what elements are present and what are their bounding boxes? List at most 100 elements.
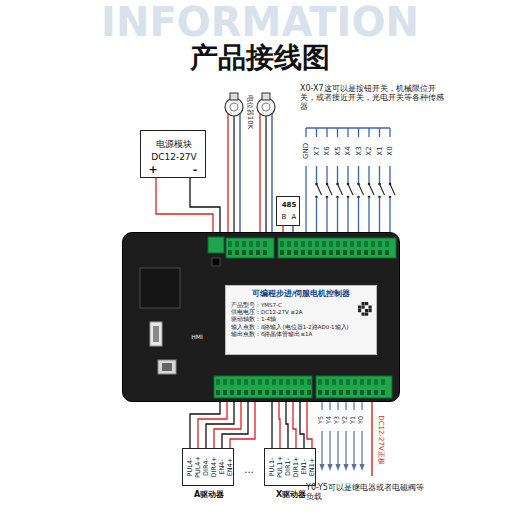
text-label: HMI [191,334,202,341]
text-label: PUL1- [269,458,276,477]
wire-stroke [305,128,306,137]
terminal-screw [251,379,255,385]
qr-cell [365,302,368,305]
switch-symbol [348,184,353,195]
text-label: - [193,164,198,177]
wire-stroke [361,431,362,465]
switch-symbol [315,183,318,186]
terminal-screw [360,379,364,385]
text-label: 产品型号：YMS7-C [231,302,371,308]
terminal-screw [315,241,319,247]
signal-name: X5 [333,146,341,155]
wire-stroke [326,166,327,184]
terminal-block [316,376,392,398]
terminal-screw [374,379,378,385]
terminal-screw [230,379,234,385]
terminal-block [208,237,224,253]
terminal-slot [329,250,333,255]
qr-cell [362,306,365,309]
terminal-slot [293,390,297,395]
switch-symbol [378,183,381,186]
terminal-screw [242,241,246,247]
wire-stroke [347,197,348,232]
terminal-screw [367,379,371,385]
wire [271,402,272,448]
arrowhead [320,464,325,471]
terminal-slot [280,250,284,255]
terminal-slot [294,250,298,255]
terminal-screw [235,241,239,247]
wire-bundle [190,402,255,448]
button [212,258,220,266]
switch-symbol [390,184,395,195]
wire-stroke [358,197,359,232]
wire [279,402,280,448]
switch-symbol [317,184,322,195]
terminal-screw [244,379,248,385]
terminal-screw [300,379,304,385]
wire-stroke [379,197,380,232]
terminal-screw [357,241,361,247]
qr-cell [369,309,372,312]
switch-symbol [389,183,392,186]
text-label: DIR4+ [211,456,218,477]
terminal-slot [223,390,227,395]
wire-stroke [316,166,317,184]
wire-stroke [337,166,338,184]
note: X0-X7这可以是按钮开关，机械限位开关，或者接近开关，光电开关等各种传感器 [300,84,450,112]
terminal-slot [300,390,304,395]
switch-symbol [326,183,329,186]
text-label: PUL1+ [277,456,284,478]
wire-bundle [272,402,312,448]
terminal-screw [322,241,326,247]
arrowhead [352,464,357,471]
supply-label: DC12-27V正极 [377,415,385,464]
wire [222,402,248,448]
signal-name: Y3 [334,416,341,424]
wire-stroke [368,166,369,184]
terminal-block [226,238,274,258]
signal-name: X1 [375,146,383,155]
text-label: X驱动器 [276,490,306,499]
text-label: EN4- [219,459,226,474]
wire [293,402,296,448]
text-label: EN1- [301,459,308,474]
wire-stroke [361,402,362,410]
text-label: DIR1+ [293,456,300,477]
qr-cell [365,313,368,316]
qr-cell [362,302,365,305]
wire-stroke [329,431,330,465]
output-wires [320,402,365,471]
signal-name: X0 [386,146,394,155]
wire-stroke [389,128,390,137]
terminal-slot [332,390,336,395]
terminal-slot [230,390,234,395]
watermark: INFORMATION [101,0,419,45]
terminal-screw [378,241,382,247]
terminal-slot [272,390,276,395]
title: 产品接线图 [190,42,330,74]
terminal-slot [385,250,389,255]
text-label: DIR1- [285,458,292,476]
terminal-screw [258,379,262,385]
text-label: PUL4+ [195,456,202,478]
terminal-screw [332,379,336,385]
wire-stroke [326,197,327,232]
wire-stroke [353,431,354,465]
terminal-slot [318,390,322,395]
terminal-screw [336,241,340,247]
terminal-slot [242,250,246,255]
text-label: DC12-27V [151,152,197,162]
terminal-slot [228,250,232,255]
wire [307,402,312,448]
spec-sticker: 可编程步进/伺服电机控制器产品型号：YMS7-C供电电压：DC12-27V ≥2… [225,285,377,355]
terminal-slot [251,390,255,395]
qr-code [358,302,372,316]
terminal-screw [325,379,329,385]
wire-stroke [358,166,359,184]
qr-cell [358,306,361,309]
text-label: 可编程步进/伺服电机控制器 [231,290,371,299]
switch-symbol [368,183,371,186]
qr-cell [362,313,365,316]
signal-name: Y0 [358,416,365,424]
